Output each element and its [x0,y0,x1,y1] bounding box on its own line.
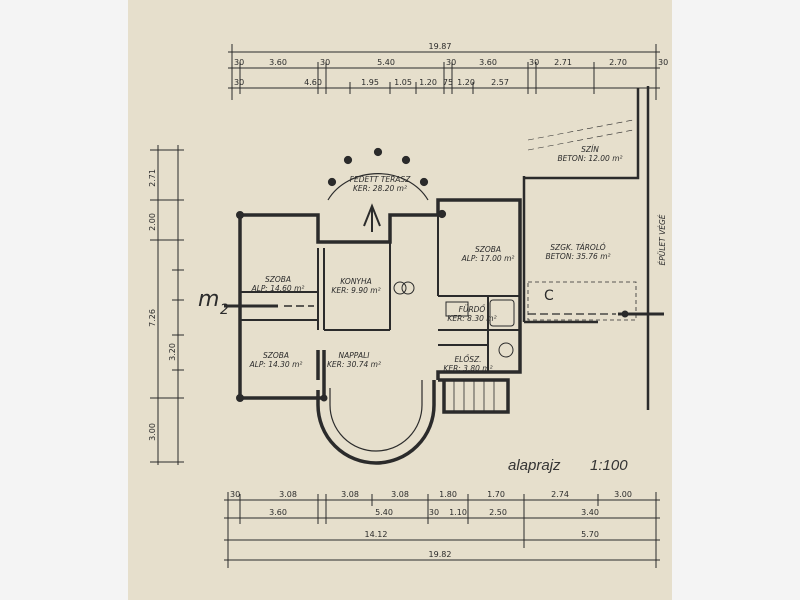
top-dim-r2-3: 1.95 [361,78,379,87]
bottom-dim-r3-1: 14.12 [365,530,388,539]
bottom-dim-4: 3.08 [391,490,409,499]
room-kitchen-name: KONYHA [340,277,372,286]
top-dim-r2-6: 75 [443,78,453,87]
floor-plan-drawing: 19.87 30 3.60 30 5.40 30 3.60 30 2.71 2.… [148,42,668,568]
room-labels: FEDETT TERASZ KER: 28.20 m² SZOBA ALP: 1… [249,145,667,373]
room-shed-area: BETON: 12.00 m² [557,154,622,163]
bottom-dim-2: 3.08 [279,490,297,499]
bottom-dim-5: 1.80 [439,490,457,499]
top-dim-7: 30 [529,58,539,67]
bottom-dim-r3-2: 5.70 [581,530,599,539]
bottom-dim-r2-4: 1.10 [449,508,467,517]
neighbor-building-walls [522,86,650,410]
neighbor-label: ÉPÜLET VÉGÉ [658,214,667,265]
top-dim-r2-7: 1.20 [457,78,475,87]
section-mark-number: 2 [220,302,229,318]
north-arrow [363,203,381,232]
room-living-name: NAPPALI [339,351,371,360]
room-hall-area: KER: 3.80 m² [443,364,492,373]
bathroom-fixtures [445,299,515,358]
bottom-overall-dim: 19.82 [429,550,452,559]
bottom-dimension-text: 30 3.08 3.08 3.08 1.80 1.70 2.74 3.00 3.… [230,490,632,559]
top-dim-4: 5.40 [377,58,395,67]
room-shed-name: SZÍN [581,145,599,154]
bottom-dim-r2-1: 3.60 [269,508,287,517]
garage-marker-letter: C [544,288,554,304]
exterior-walls [238,198,522,465]
top-dimension-text: 19.87 30 3.60 30 5.40 30 3.60 30 2.71 2.… [234,42,668,87]
room-kitchen-area: KER: 9.90 m² [331,286,380,295]
left-dim-4: 3.20 [168,343,177,361]
room-garage-name: SZGK. TÁROLÓ [550,243,605,252]
room-bathroom-name: FÜRDŐ [459,305,486,314]
top-dim-r2-5: 1.20 [419,78,437,87]
bottom-dim-1: 30 [230,490,240,499]
bottom-dimension-lines [224,492,660,568]
stair-treads [453,380,495,412]
bottom-dim-6: 1.70 [487,490,505,499]
top-dim-9: 2.70 [609,58,627,67]
left-dim-5: 3.00 [148,423,157,441]
left-dim-3: 7.26 [148,309,157,327]
room-bedroom2-name: SZOBA [475,245,501,254]
left-dimension-lines [150,145,184,465]
drawing-scale: 1:100 [590,457,628,474]
top-dim-r2-1: 30 [234,78,244,87]
top-dim-1: 30 [234,58,244,67]
room-bedroom2-area: ALP: 17.00 m² [461,254,515,263]
left-dim-2: 2.00 [148,213,157,231]
room-terrace-area: KER: 28.20 m² [353,184,407,193]
top-dim-10: 30 [658,58,668,67]
top-dimension-lines [228,44,660,100]
top-dim-3: 30 [320,58,330,67]
drawing-title: alaprajz [508,457,561,474]
top-dim-r2-8: 2.57 [491,78,509,87]
top-dim-r2-4: 1.05 [394,78,412,87]
bottom-dim-8: 3.00 [614,490,632,499]
section-mark-letter: m [198,287,219,312]
top-dim-r2-2: 4.60 [304,78,322,87]
bottom-dim-7: 2.74 [551,490,569,499]
left-dim-1: 2.71 [148,169,157,187]
room-garage-area: BETON: 35.76 m² [545,252,610,261]
shed-roof-lines [527,119,634,151]
top-overall-dim: 19.87 [429,42,452,51]
room-bathroom-area: KER: 8.30 m² [447,314,496,323]
bottom-dim-r2-5: 2.50 [489,508,507,517]
room-living-area: KER: 30.74 m² [327,360,381,369]
bottom-dim-r2-3: 30 [429,508,439,517]
interior-walls [240,215,520,372]
blueprint-sheet: 19.87 30 3.60 30 5.40 30 3.60 30 2.71 2.… [128,0,672,600]
bottom-dim-3: 3.08 [341,490,359,499]
room-bedroom1-area: ALP: 14.60 m² [251,284,305,293]
top-dim-5: 30 [446,58,456,67]
room-bedroom1-name: SZOBA [265,275,291,284]
section-line [224,304,664,318]
terrace-pergola [327,147,447,219]
top-dim-8: 2.71 [554,58,572,67]
bottom-dim-r2-2: 5.40 [375,508,393,517]
left-dimension-text: 2.71 2.00 7.26 3.20 3.00 [148,169,177,441]
top-dim-2: 3.60 [269,58,287,67]
room-bedroom3-name: SZOBA [263,351,289,360]
kitchen-sink [393,281,415,295]
column-marks [236,211,328,402]
top-dim-6: 3.60 [479,58,497,67]
bottom-dim-r2-6: 3.40 [581,508,599,517]
room-hall-name: ELŐSZ. [454,355,481,364]
room-bedroom3-area: ALP: 14.30 m² [249,360,303,369]
room-terrace-name: FEDETT TERASZ [350,175,412,184]
